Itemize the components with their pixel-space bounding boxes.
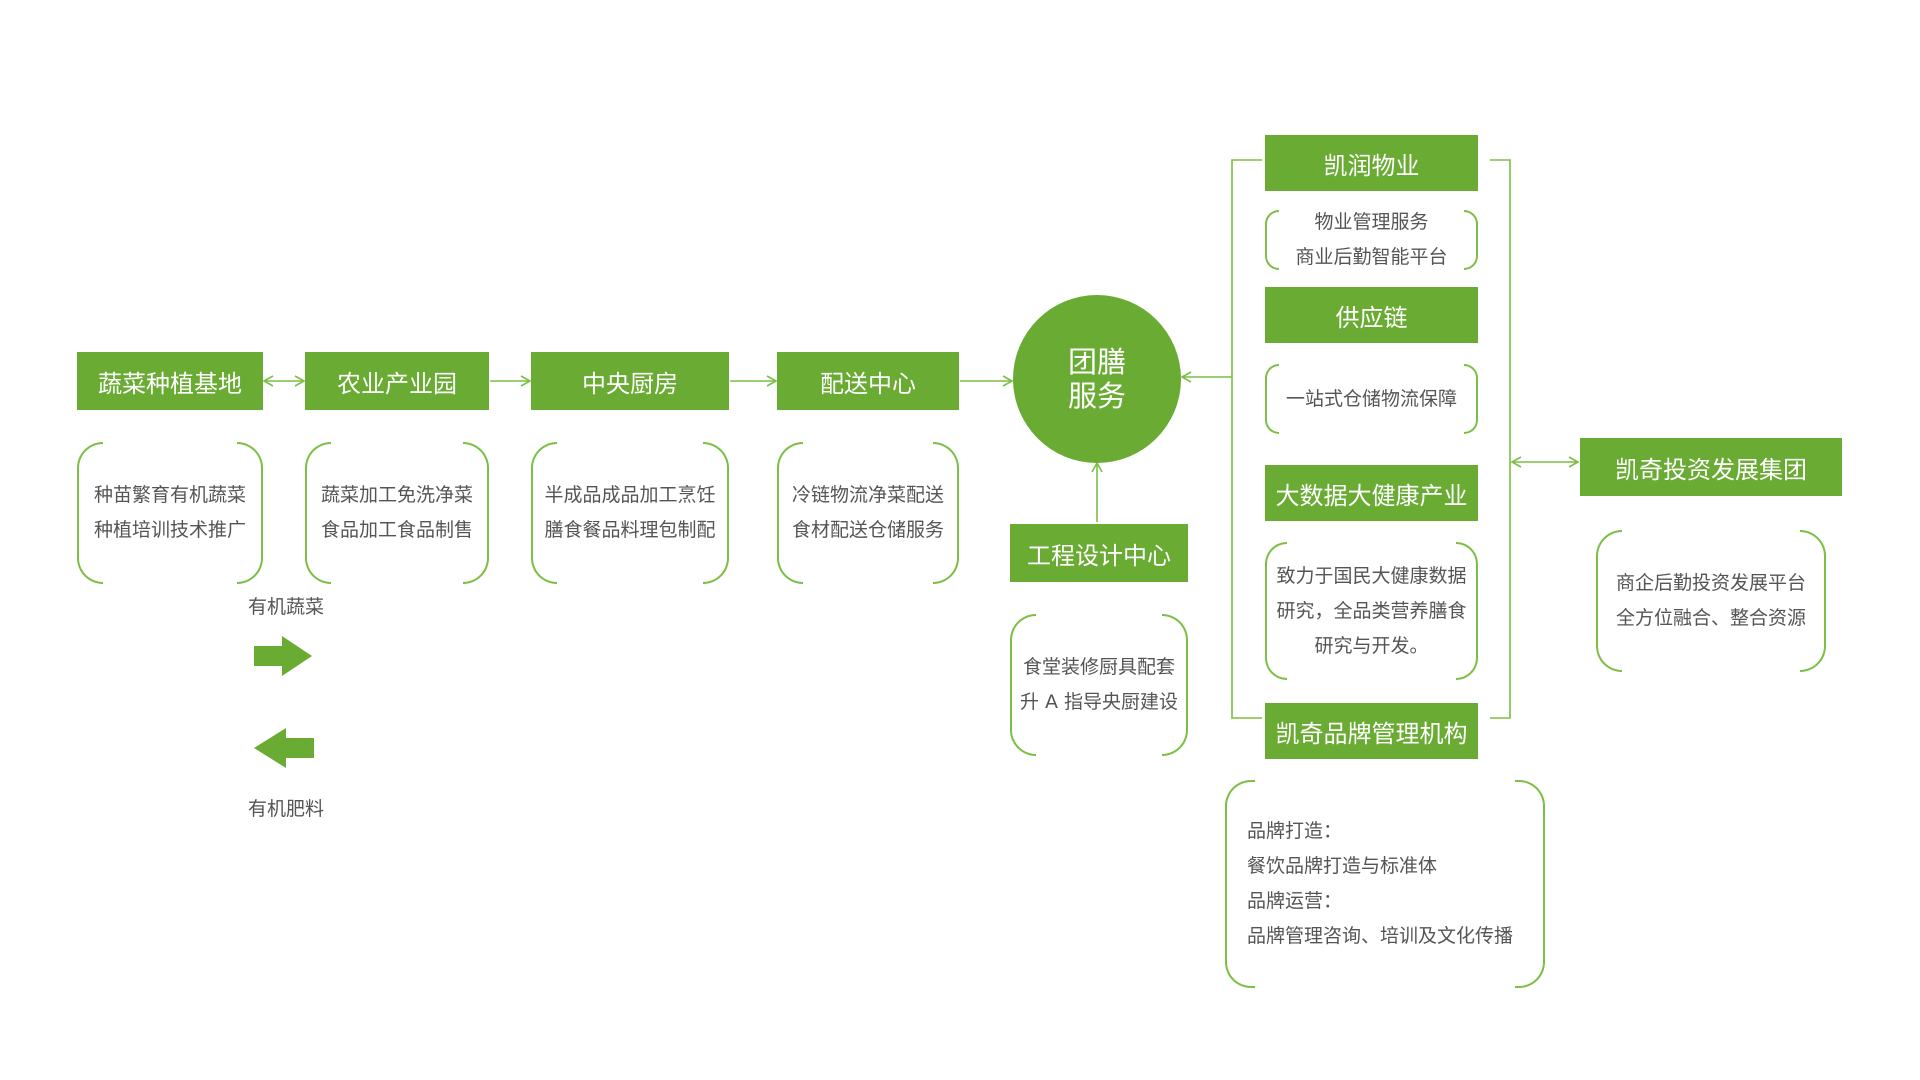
desc-agri-park-line-2: 食品加工食品制售 [320, 519, 473, 541]
desc-central-kitchen: 半成品成品加工烹饪 膳食餐品料理包制配 [531, 442, 729, 584]
node-agri-park: 农业产业园 [305, 352, 489, 410]
node-bigdata-health: 大数据大健康产业 [1265, 465, 1478, 521]
desc-engineering-center: 食堂装修厨具配套 升 A 指导央厨建设 [1010, 614, 1188, 756]
arrow-left-icon [254, 728, 314, 768]
desc-vegetable-base-line-2: 种植培训技术推广 [93, 519, 246, 541]
node-engineering-center: 工程设计中心 [1010, 524, 1188, 582]
desc-kaiqi-group-line-2: 全方位融合、整合资源 [1615, 607, 1806, 629]
node-agri-park-title: 农业产业园 [337, 369, 457, 398]
node-kaiqi-brand-title: 凯奇品牌管理机构 [1275, 719, 1468, 748]
desc-kaiqi-brand-line-4: 品牌管理咨询、培训及文化传播 [1247, 925, 1514, 947]
node-delivery-center-title: 配送中心 [820, 369, 916, 398]
arrow-right-icon [254, 636, 312, 676]
desc-kairun-property-line-2: 商业后勤智能平台 [1295, 246, 1448, 268]
desc-kairun-property: 物业管理服务 商业后勤智能平台 [1265, 210, 1478, 270]
node-central-kitchen-title: 中央厨房 [582, 369, 678, 398]
desc-central-kitchen-line-1: 半成品成品加工烹饪 [544, 484, 716, 506]
desc-vegetable-base-line-1: 种苗繁育有机蔬菜 [93, 484, 246, 506]
branch-brace-right [1490, 159, 1511, 719]
desc-delivery-center: 冷链物流净菜配送 食材配送仓储服务 [777, 442, 959, 584]
node-vegetable-base-title: 蔬菜种植基地 [98, 369, 242, 398]
desc-kaiqi-group: 商企后勤投资发展平台 全方位融合、整合资源 [1596, 530, 1826, 672]
legend-label-organic-fertilizer: 有机肥料 [248, 798, 325, 820]
desc-agri-park: 蔬菜加工免洗净菜 食品加工食品制售 [305, 442, 489, 584]
node-kairun-property: 凯润物业 [1265, 135, 1478, 191]
desc-vegetable-base: 种苗繁育有机蔬菜 种植培训技术推广 [77, 442, 263, 584]
desc-kairun-property-line-1: 物业管理服务 [1314, 211, 1429, 233]
desc-kaiqi-brand-line-2: 餐饮品牌打造与标准体 [1247, 855, 1438, 877]
branch-brace-left [1231, 159, 1262, 719]
node-supply-chain-title: 供应链 [1335, 303, 1408, 332]
node-central-kitchen: 中央厨房 [531, 352, 729, 410]
desc-supply-chain: 一站式仓储物流保障 [1265, 364, 1478, 434]
desc-supply-chain-line-1: 一站式仓储物流保障 [1285, 387, 1457, 410]
node-kaiqi-group-title: 凯奇投资发展集团 [1615, 455, 1807, 484]
center-circle-line-2: 服务 [1067, 379, 1126, 413]
node-engineering-center-title: 工程设计中心 [1027, 541, 1171, 570]
node-delivery-center: 配送中心 [777, 352, 959, 410]
desc-engineering-center-line-2: 升 A 指导央厨建设 [1019, 691, 1179, 713]
desc-bigdata-health-line-3: 研究与开发。 [1314, 634, 1429, 657]
desc-agri-park-line-1: 蔬菜加工免洗净菜 [320, 484, 473, 506]
legend-label-organic-vegetables: 有机蔬菜 [248, 596, 325, 618]
center-circle-catering-service: 团膳 服务 [1013, 295, 1181, 463]
desc-delivery-center-line-1: 冷链物流净菜配送 [791, 484, 944, 506]
desc-kaiqi-brand-line-1: 品牌打造： [1247, 820, 1343, 842]
node-kaiqi-brand: 凯奇品牌管理机构 [1265, 703, 1478, 759]
node-supply-chain: 供应链 [1265, 287, 1478, 343]
desc-bigdata-health: 致力于国民大健康数据 研究，全品类营养膳食 研究与开发。 [1265, 542, 1478, 680]
desc-kaiqi-group-line-1: 商企后勤投资发展平台 [1615, 572, 1806, 594]
desc-bigdata-health-line-2: 研究，全品类营养膳食 [1276, 599, 1467, 622]
node-bigdata-health-title: 大数据大健康产业 [1275, 481, 1468, 510]
desc-delivery-center-line-2: 食材配送仓储服务 [791, 519, 944, 541]
node-vegetable-base: 蔬菜种植基地 [77, 352, 263, 410]
center-circle-line-1: 团膳 [1067, 345, 1126, 379]
desc-central-kitchen-line-2: 膳食餐品料理包制配 [544, 519, 716, 541]
desc-bigdata-health-line-1: 致力于国民大健康数据 [1276, 564, 1467, 587]
node-kaiqi-group: 凯奇投资发展集团 [1580, 438, 1842, 496]
node-kairun-property-title: 凯润物业 [1323, 151, 1420, 180]
desc-kaiqi-brand-line-3: 品牌运营： [1247, 890, 1343, 912]
desc-engineering-center-line-1: 食堂装修厨具配套 [1022, 656, 1175, 678]
desc-kaiqi-brand: 品牌打造： 餐饮品牌打造与标准体 品牌运营： 品牌管理咨询、培训及文化传播 [1225, 780, 1545, 988]
